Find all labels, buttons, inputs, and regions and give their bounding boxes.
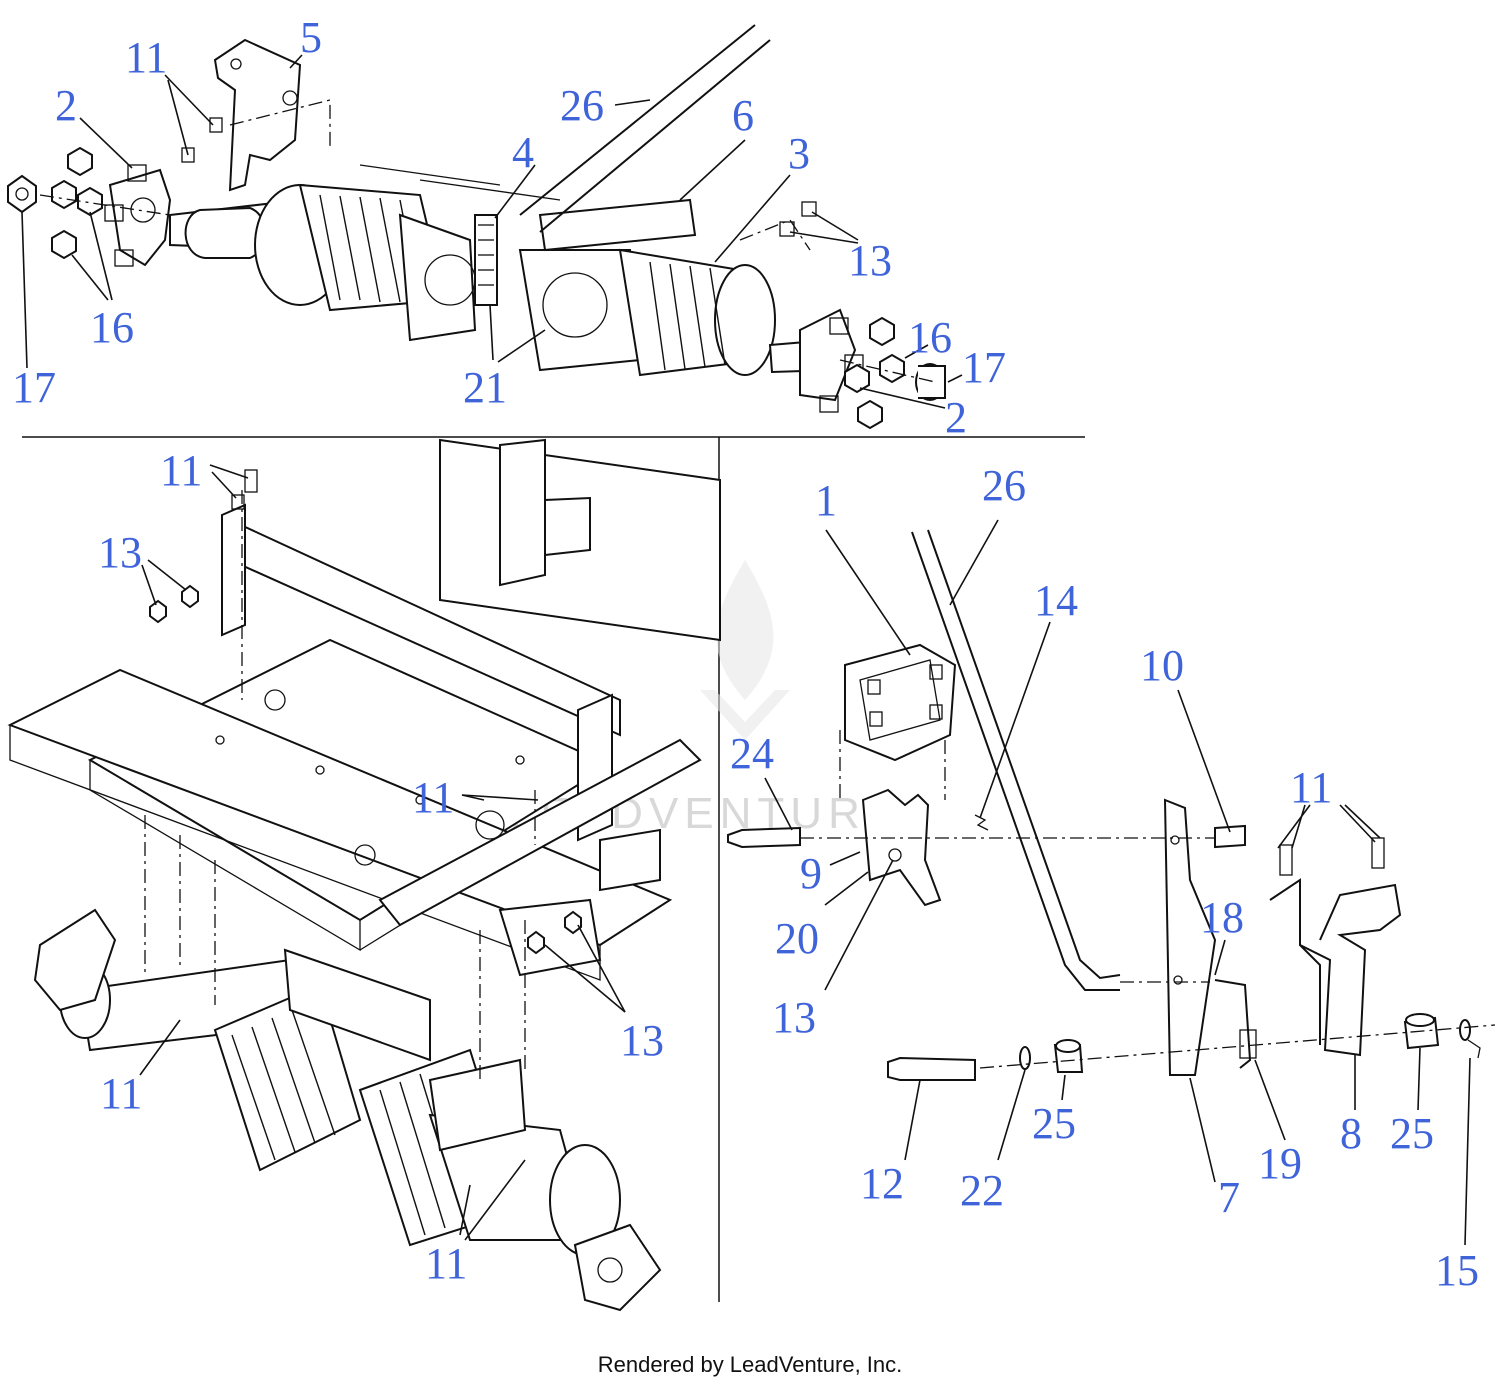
callout-10: 10 [1140, 641, 1184, 690]
right-leader-lines [764, 519, 1471, 1246]
callout-19: 19 [1258, 1139, 1302, 1188]
callout-26-right: 26 [982, 461, 1026, 510]
callout-11-lower-left: 11 [100, 1069, 142, 1118]
frame-holes [215, 689, 525, 866]
callout-13-pedal: 13 [772, 993, 816, 1042]
callout-12: 12 [860, 1159, 904, 1208]
callout-16-left: 16 [90, 303, 134, 352]
callout-11-frame-top: 11 [160, 446, 202, 495]
callout-24: 24 [730, 729, 774, 778]
callout-15: 15 [1435, 1246, 1479, 1295]
lug-nuts [51, 146, 905, 430]
callout-13-top: 13 [848, 236, 892, 285]
top-axle-assembly [7, 24, 946, 430]
callout-8: 8 [1340, 1109, 1362, 1158]
callout-4: 4 [512, 128, 534, 177]
callout-11-frame-mid: 11 [412, 773, 454, 822]
lower-left-motor-fins [231, 1009, 336, 1161]
callout-14: 14 [1034, 576, 1078, 625]
callout-26-top: 26 [560, 81, 604, 130]
callout-7: 7 [1218, 1173, 1240, 1222]
callout-25-left: 25 [1032, 1099, 1076, 1148]
callout-18: 18 [1200, 893, 1244, 942]
callout-20: 20 [775, 914, 819, 963]
callout-5: 5 [300, 13, 322, 62]
callout-9: 9 [800, 849, 822, 898]
footer-credit: Rendered by LeadVenture, Inc. [597, 1352, 903, 1377]
top-leader-lines [21, 54, 963, 409]
wheel-studs [104, 164, 864, 413]
callout-22: 22 [960, 1166, 1004, 1215]
callout-17-right: 17 [962, 343, 1006, 392]
callouts-left: 11 13 11 13 11 11 [98, 446, 664, 1288]
callout-6: 6 [732, 91, 754, 140]
left-leader-lines [139, 464, 626, 1241]
callout-25-right: 25 [1390, 1109, 1434, 1158]
brush-teeth [478, 224, 494, 286]
callouts-top: 11 5 2 26 4 6 3 13 16 17 21 16 17 2 [12, 13, 1006, 442]
callout-11-lower-right: 11 [425, 1239, 467, 1288]
left-frame-assembly [7, 438, 721, 1312]
callout-11-pedal: 11 [1290, 763, 1332, 812]
callout-17-left: 17 [12, 363, 56, 412]
callout-1: 1 [815, 476, 837, 525]
right-motor-fins [649, 261, 726, 371]
callout-2-top-left: 2 [55, 81, 77, 130]
callout-13-frame: 13 [98, 528, 142, 577]
callouts-right: 1 26 14 10 24 11 9 20 13 18 12 22 25 7 1… [730, 461, 1479, 1295]
watermark-logo [700, 560, 790, 740]
callout-21: 21 [463, 363, 507, 412]
callout-16-right: 16 [908, 313, 952, 362]
callout-11-top: 11 [125, 33, 167, 82]
callout-2-top-right: 2 [945, 393, 967, 442]
pedal-assembly [727, 529, 1496, 1081]
callout-3: 3 [788, 129, 810, 178]
callout-13-lower: 13 [620, 1016, 664, 1065]
